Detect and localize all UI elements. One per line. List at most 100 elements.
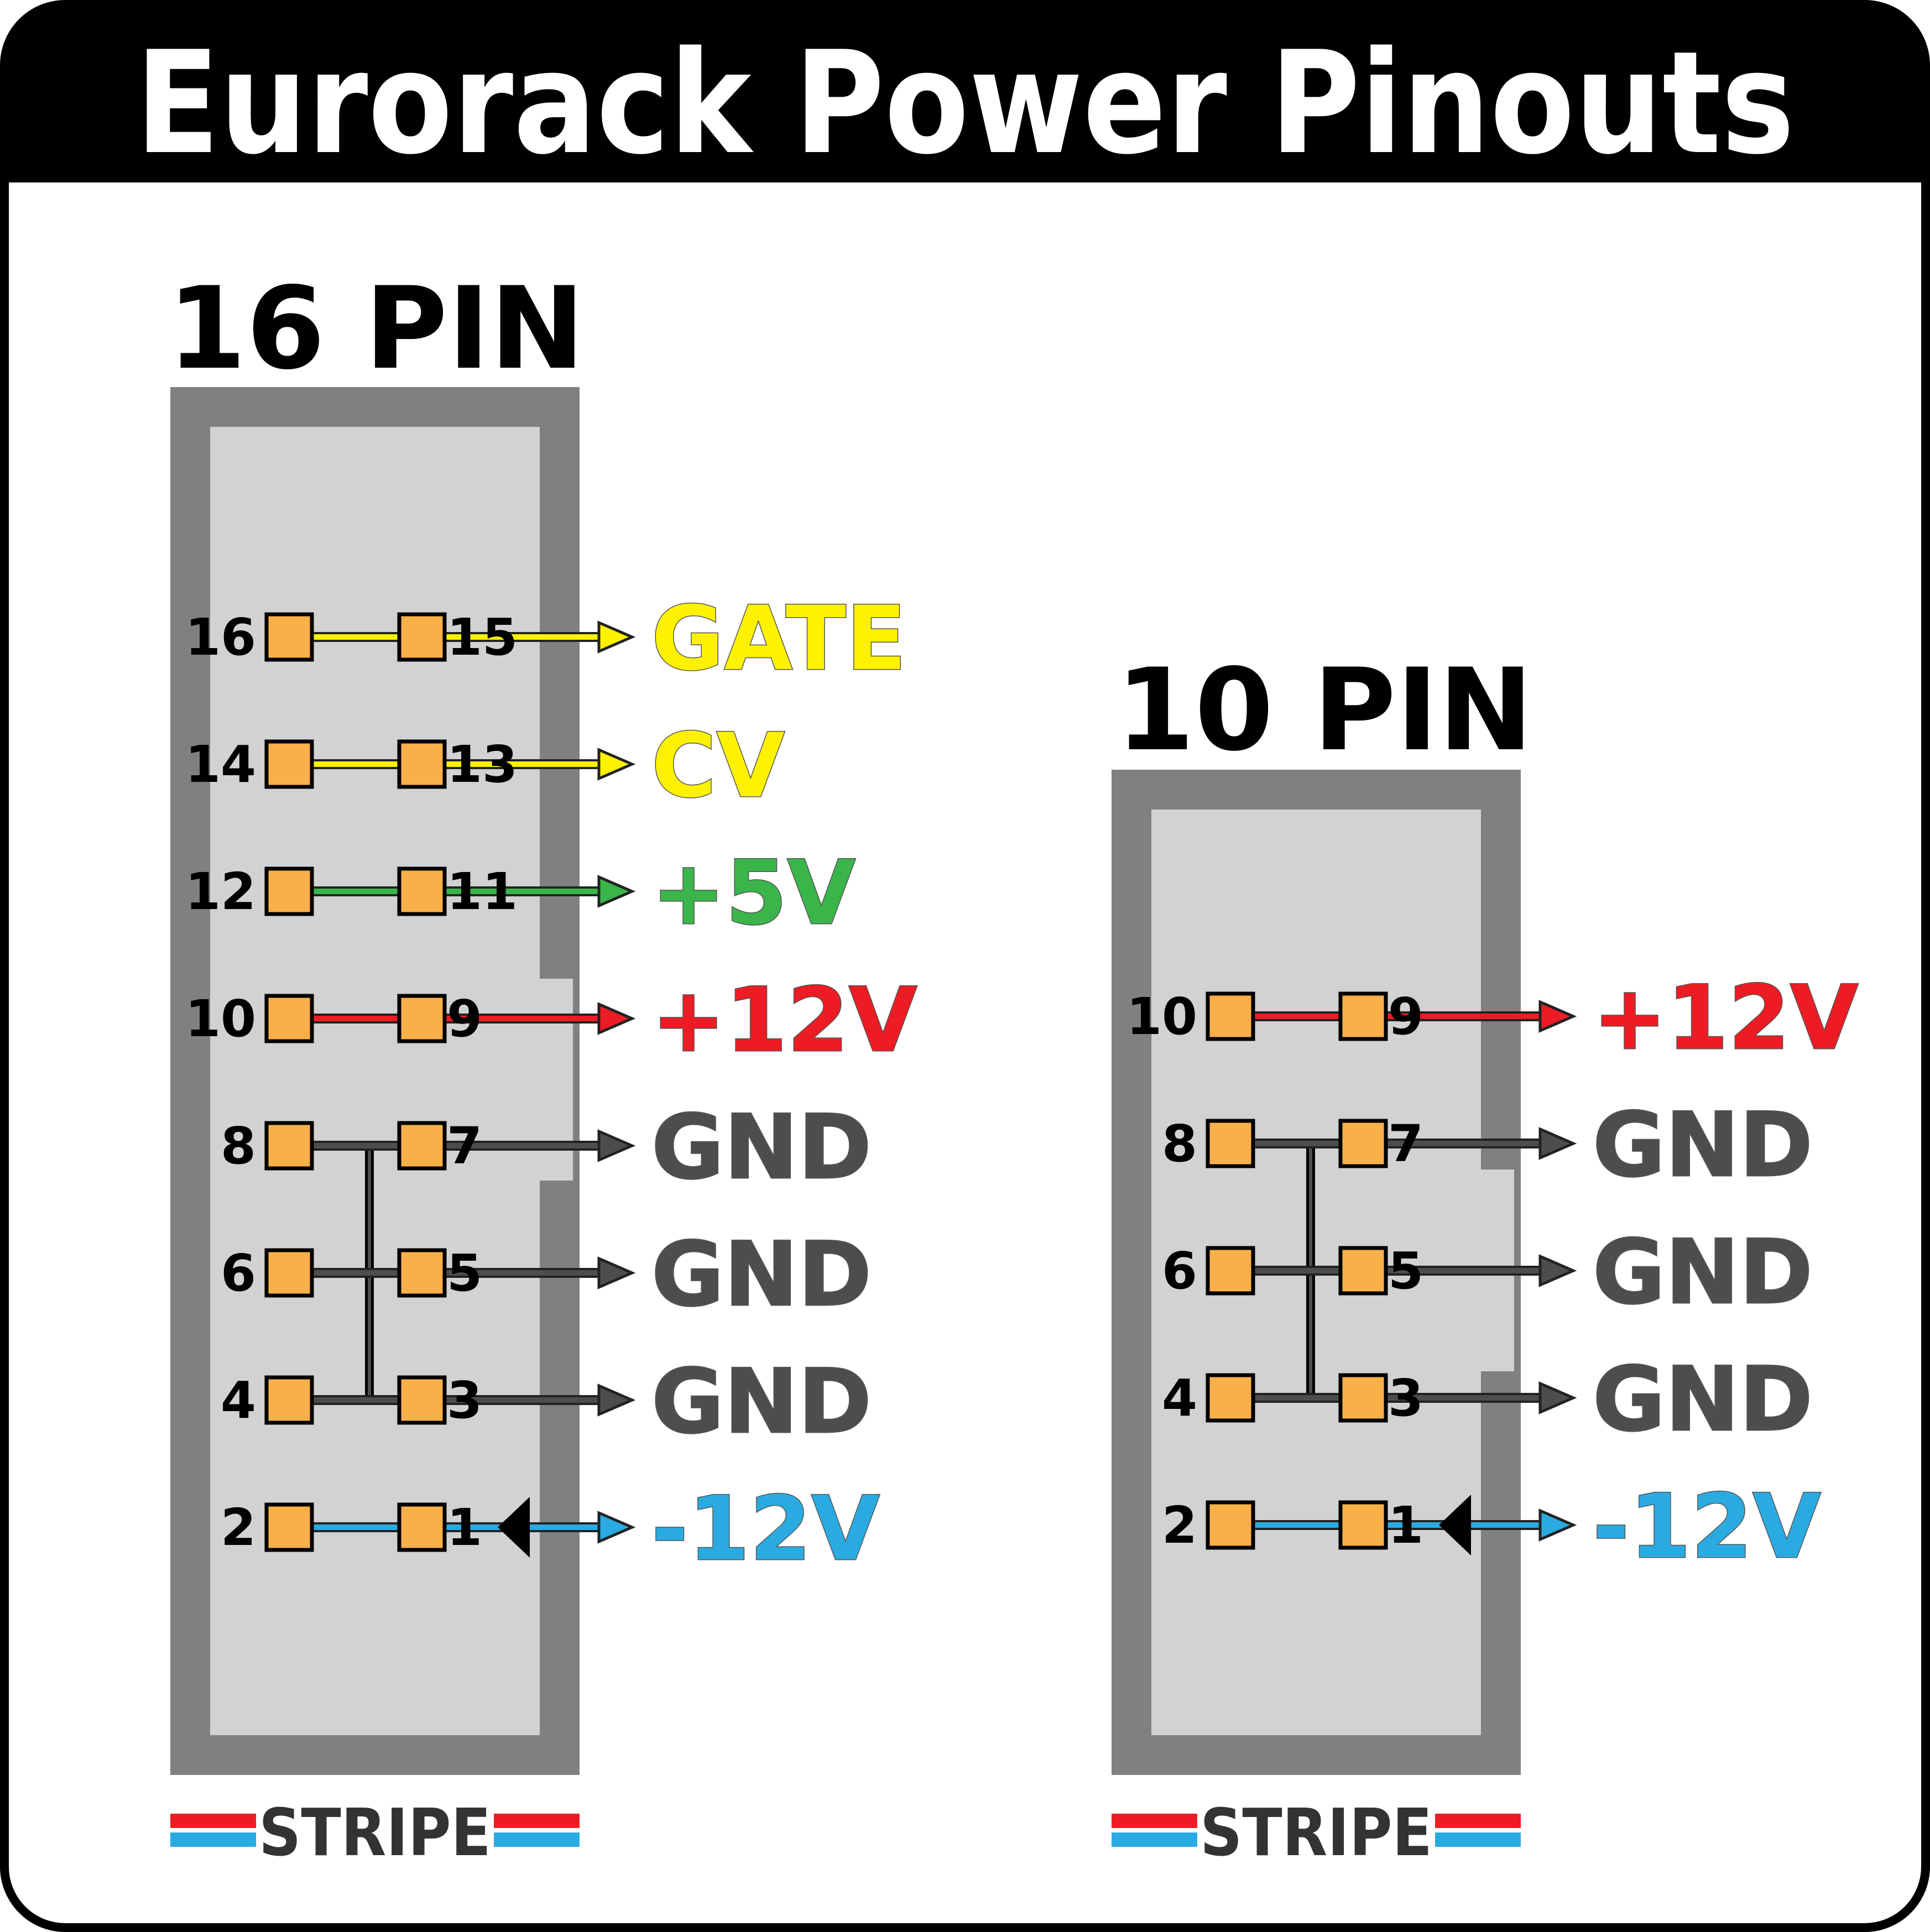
connector-title: 10 PIN [1116,645,1533,776]
pin-square [1338,1500,1388,1550]
signal-arrow [597,748,636,781]
pin-square [1206,1373,1255,1423]
pin-number: 11 [447,862,518,921]
pin-number: 4 [1162,1369,1197,1428]
pin-square [1338,991,1388,1041]
pin-square [264,1502,314,1552]
pin-number: 12 [185,862,256,921]
signal-wire [289,761,610,767]
signal-label: GND [1593,1093,1813,1197]
stripe-red-left [170,1814,256,1828]
pin-row: 12 11 +5V [185,840,857,946]
pin-square [264,739,314,789]
signal-arrow [597,1129,636,1162]
pin-number: 3 [1388,1369,1423,1428]
pin-square [397,866,447,916]
pin-number: 9 [1388,987,1423,1046]
pin-number: 10 [185,989,256,1048]
pin-number: 16 [185,608,256,667]
pin-number: 8 [221,1116,256,1176]
pin1-marker [498,1497,530,1558]
pin-number: 1 [447,1498,482,1557]
signal-wire [1230,1014,1551,1019]
pin-row: 4 3 GND [221,1349,873,1454]
pin-number: 13 [447,735,518,794]
signal-arrow [1538,1381,1577,1414]
pin-number: 6 [1162,1241,1197,1301]
stripe-legend: STRIPE [170,1794,580,1871]
pin-square [264,1248,314,1298]
signal-wire [289,1016,610,1021]
signal-label: CV [651,714,785,817]
pin-row: 14 13 CV [185,713,786,818]
pin-square [397,994,447,1043]
signal-wire [1230,1395,1551,1401]
header-bar [4,4,1926,182]
pin-square [1206,1500,1255,1550]
pin-row: 8 7 GND [1162,1093,1814,1198]
signal-wire [289,1143,610,1148]
pin-number: 3 [447,1371,482,1430]
pin-square [397,1248,447,1298]
stripe-label: STRIPE [1200,1794,1432,1871]
pin-number: 14 [185,735,256,794]
signal-label: GND [651,1095,872,1199]
signal-label: +12V [1593,966,1859,1069]
signal-arrow [597,1383,636,1417]
signal-arrow [1538,1127,1577,1160]
signal-label: GND [651,1350,872,1453]
pin-square [397,612,447,662]
signal-label: +5V [651,841,856,944]
signal-arrow [597,1002,636,1035]
pin1-marker [1439,1495,1471,1555]
signal-arrow [597,1256,636,1289]
stripe-blue-right [494,1832,580,1847]
pin-square [1206,1246,1255,1296]
stripe-red-right [494,1814,580,1828]
stripe-blue-left [1112,1832,1197,1847]
pin-number: 7 [447,1116,482,1176]
pin-square [264,612,314,662]
pin-number: 15 [447,608,518,667]
connector-title: 16 PIN [168,263,585,395]
pin-number: 8 [1162,1114,1197,1173]
pin-square [397,1375,447,1425]
stripe-red-left [1112,1814,1197,1828]
signal-label: GND [1593,1348,1813,1451]
pin-square [1338,1373,1388,1423]
pin-number: 9 [447,989,482,1048]
pin-square [264,866,314,916]
signal-wire [1230,1268,1551,1273]
signal-arrow [597,875,636,908]
pin-square [264,1121,314,1171]
signal-wire [289,1270,610,1276]
stripe-label: STRIPE [259,1794,491,1871]
pin-number: 1 [1388,1496,1423,1555]
pin-number: 7 [1388,1114,1423,1173]
pin-row: 4 3 GND [1162,1347,1814,1452]
signal-arrow [1538,1508,1577,1542]
signal-wire [289,889,610,894]
pin-row: 10 9 +12V [185,968,918,1073]
stripe-legend: STRIPE [1112,1794,1521,1871]
signal-arrow [1538,1254,1577,1287]
pin-square [1206,991,1255,1041]
signal-label: +12V [651,968,917,1072]
pin-square [397,739,447,789]
signal-wire [1230,1141,1551,1146]
pin-square [1338,1119,1388,1168]
signal-label: GND [651,1223,872,1326]
signal-label: -12V [1593,1475,1821,1578]
pin-number: 5 [1388,1241,1423,1301]
signal-wire [289,1524,610,1530]
pin-number: 4 [221,1371,256,1430]
signal-wire [1230,1522,1551,1528]
signal-arrow [597,620,636,654]
signal-label: GND [1593,1220,1813,1324]
signal-wire [289,1397,610,1403]
